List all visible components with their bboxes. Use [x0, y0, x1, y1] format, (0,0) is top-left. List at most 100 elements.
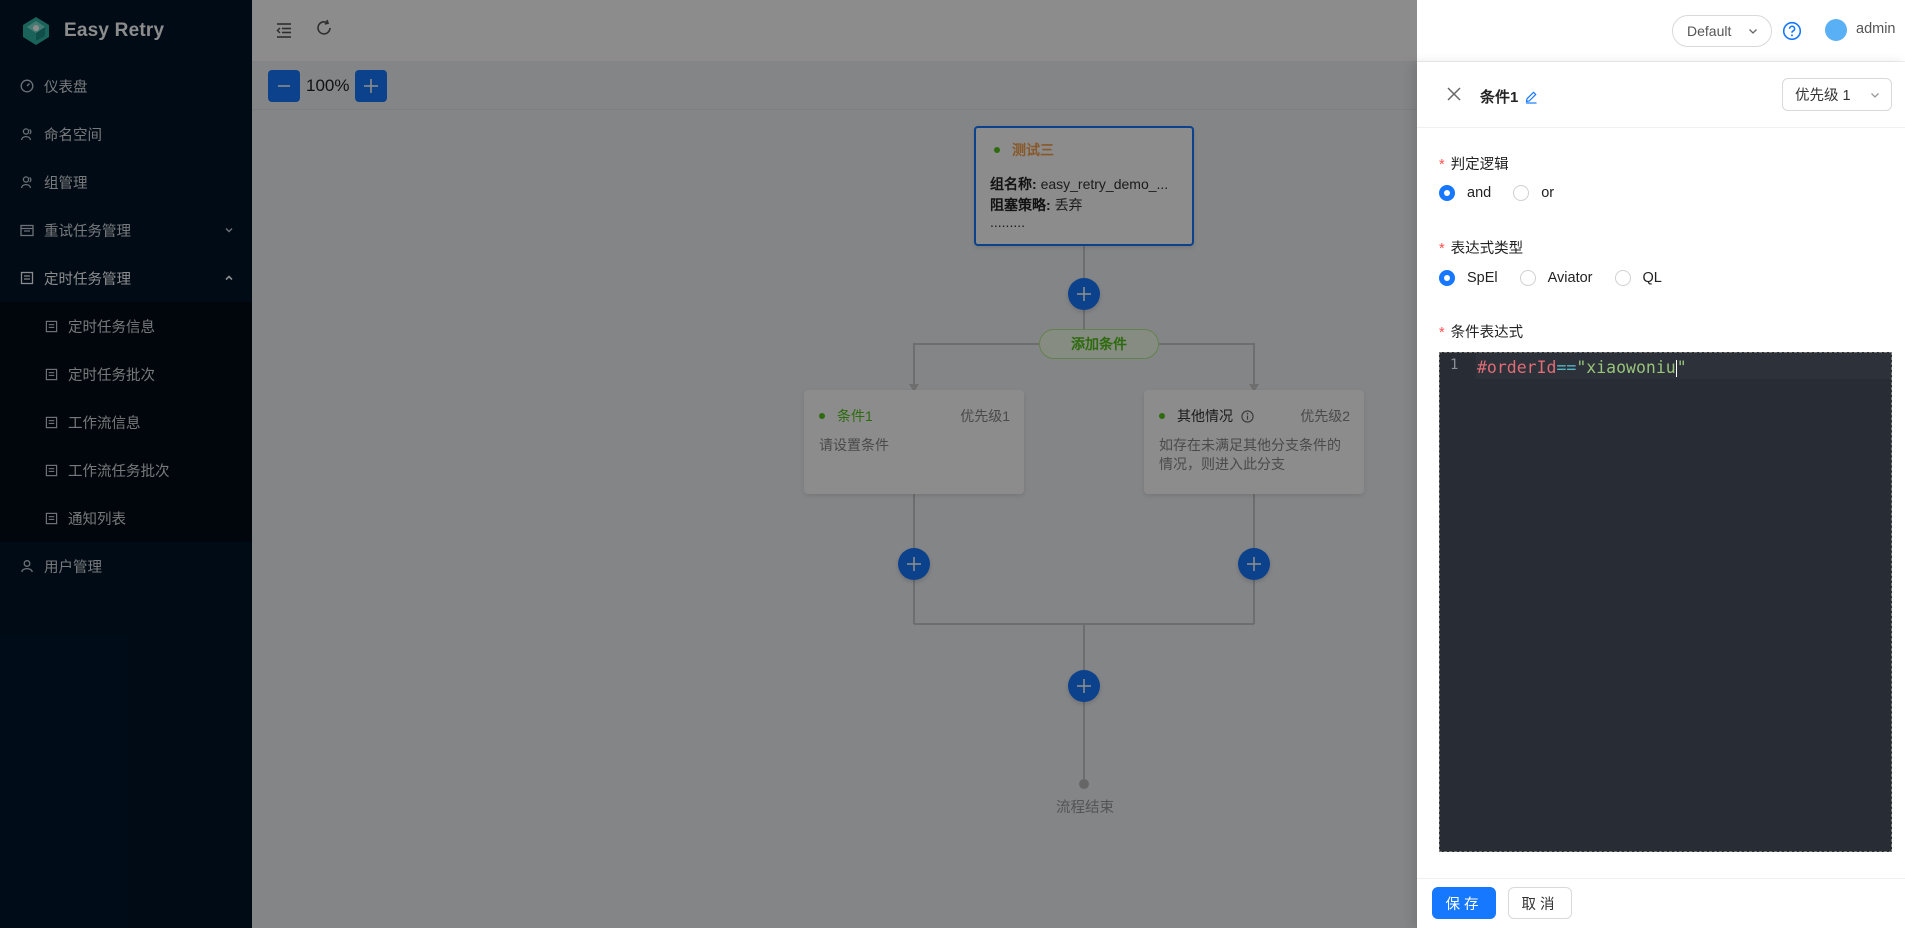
radio-expr-ql[interactable]: QL	[1614, 270, 1662, 286]
condition-title: 条件1	[819, 406, 873, 426]
menu-item-label: 定时任务管理	[44, 271, 131, 288]
save-button[interactable]: 保存	[1432, 887, 1496, 919]
add-node-button[interactable]	[1238, 548, 1270, 580]
priority-select[interactable]: 优先级 1	[1782, 78, 1892, 111]
question-circle-icon[interactable]	[1782, 21, 1802, 41]
logic-label: * 判定逻辑	[1439, 153, 1509, 174]
reload-icon[interactable]	[314, 18, 334, 38]
condition-body: 请设置条件	[819, 437, 889, 453]
radio-ring	[1614, 270, 1631, 286]
menu-item-label: 命名空间	[44, 127, 102, 144]
expr-type-radio-group: SpEl Aviator QL	[1439, 270, 1684, 286]
condition-node-other[interactable]: 其他情况 优先级2 如存在未满足其他分支条件的情况，则进入此分支	[1144, 390, 1364, 494]
condition-node-1[interactable]: 条件1 优先级1 请设置条件	[804, 390, 1024, 494]
add-node-button[interactable]	[1068, 278, 1100, 310]
scheduled-tasks-submenu: 定时任务信息 定时任务批次 工作流信息 工作流任务批次 通知列表	[0, 302, 252, 542]
submenu-item-job-info[interactable]: 定时任务信息	[0, 302, 252, 350]
workflow-canvas[interactable]: 100% 测试三 组名称: easy_retry_demo_... 阻塞策略:	[252, 62, 1417, 928]
radio-logic-and[interactable]: and	[1439, 185, 1491, 201]
namespace-select[interactable]: Default	[1672, 15, 1772, 47]
plus-icon	[1247, 557, 1261, 571]
team-icon	[20, 127, 34, 141]
node-block-line: 阻塞策略: 丢弃	[990, 195, 1083, 215]
menu-item-group[interactable]: 组管理	[0, 158, 252, 206]
zoom-in-button[interactable]	[355, 70, 388, 102]
line-number: 1	[1450, 357, 1459, 373]
side-menu-bottom: 用户管理	[0, 542, 252, 590]
menu-fold-icon[interactable]	[274, 20, 294, 40]
easy-retry-logo-icon	[23, 17, 49, 45]
submenu-item-workflow-info[interactable]: 工作流信息	[0, 398, 252, 446]
logic-radio-group: and or	[1439, 185, 1576, 201]
zoom-level: 100%	[306, 76, 350, 95]
drawer-footer: 保存 取消	[1417, 878, 1905, 928]
code-line[interactable]: #orderId=="xiaowoniu"	[1477, 358, 1687, 377]
close-icon[interactable]	[1445, 85, 1463, 103]
menu-item-label: 工作流任务批次	[68, 463, 170, 480]
profile-icon	[44, 511, 58, 525]
condition-priority: 优先级2	[1300, 408, 1350, 424]
info-circle-icon[interactable]	[1241, 409, 1254, 423]
node-more: .........	[990, 214, 1026, 230]
zoom-controls: 100%	[268, 70, 388, 102]
submenu-item-workflow-batch[interactable]: 工作流任务批次	[0, 446, 252, 494]
code-token-string-end: "	[1676, 358, 1687, 377]
submenu-item-job-batch[interactable]: 定时任务批次	[0, 350, 252, 398]
edit-icon[interactable]	[1524, 90, 1538, 104]
radio-logic-or[interactable]: or	[1513, 185, 1554, 201]
flow-end-dot	[1079, 779, 1089, 789]
zoom-out-button[interactable]	[268, 70, 300, 102]
active-line-highlight	[1476, 353, 1891, 379]
cancel-button[interactable]: 取消	[1508, 887, 1572, 919]
radio-expr-aviator[interactable]: Aviator	[1519, 270, 1593, 286]
status-dot	[819, 413, 825, 419]
menu-item-retry-tasks[interactable]: 重试任务管理	[0, 206, 252, 254]
menu-item-label: 定时任务信息	[68, 319, 155, 336]
add-condition-button[interactable]: 添加条件	[1039, 329, 1159, 359]
required-mark: *	[1439, 157, 1445, 173]
plus-icon	[907, 557, 921, 571]
plus-icon	[1077, 287, 1091, 301]
chevron-down-icon	[1749, 29, 1757, 34]
logo[interactable]: Easy Retry	[0, 0, 252, 62]
menu-item-label: 组管理	[44, 175, 88, 192]
block-label: 阻塞策略:	[990, 197, 1051, 213]
node-title: 测试三	[994, 140, 1054, 160]
logic-label-text: 判定逻辑	[1450, 157, 1509, 173]
editor-gutter: 1	[1440, 353, 1476, 851]
chevron-down-icon	[1871, 93, 1879, 98]
code-token-string: "xiaowoniu	[1576, 358, 1676, 377]
add-node-button[interactable]	[1068, 670, 1100, 702]
expr-type-label-text: 表达式类型	[1450, 241, 1524, 257]
condition-body: 如存在未满足其他分支条件的情况，则进入此分支	[1159, 437, 1341, 472]
menu-item-namespace[interactable]: 命名空间	[0, 110, 252, 158]
group-label: 组名称:	[990, 176, 1037, 192]
dashboard-icon	[20, 79, 34, 93]
radio-label: SpEl	[1467, 270, 1498, 286]
menu-item-label: 通知列表	[68, 511, 126, 528]
submenu-item-notify-list[interactable]: 通知列表	[0, 494, 252, 542]
condition-priority: 优先级1	[960, 408, 1010, 424]
top-header: Default admin	[252, 0, 1905, 62]
add-node-button[interactable]	[898, 548, 930, 580]
priority-select-value: 优先级 1	[1795, 88, 1851, 104]
radio-label: and	[1467, 185, 1492, 201]
menu-item-label: 工作流信息	[68, 415, 141, 432]
radio-label: Aviator	[1547, 270, 1593, 286]
schedule-icon	[20, 223, 34, 237]
avatar[interactable]	[1825, 19, 1847, 41]
plus-icon	[1077, 679, 1091, 693]
team-icon	[20, 175, 34, 189]
drawer-title: 条件1	[1480, 86, 1538, 107]
node-group-line: 组名称: easy_retry_demo_...	[990, 174, 1168, 194]
menu-item-users[interactable]: 用户管理	[0, 542, 252, 590]
canvas-toolbar	[252, 62, 1417, 110]
chevron-up-icon	[225, 275, 233, 281]
required-mark: *	[1439, 241, 1445, 257]
radio-expr-spel[interactable]: SpEl	[1439, 270, 1498, 286]
expression-code-editor[interactable]: 1 #orderId=="xiaowoniu"	[1439, 352, 1892, 852]
start-task-node[interactable]: 测试三 组名称: easy_retry_demo_... 阻塞策略: 丢弃 ..…	[974, 126, 1194, 246]
user-name[interactable]: admin	[1856, 21, 1896, 37]
menu-item-dashboard[interactable]: 仪表盘	[0, 62, 252, 110]
menu-item-scheduled-tasks[interactable]: 定时任务管理	[0, 254, 252, 302]
